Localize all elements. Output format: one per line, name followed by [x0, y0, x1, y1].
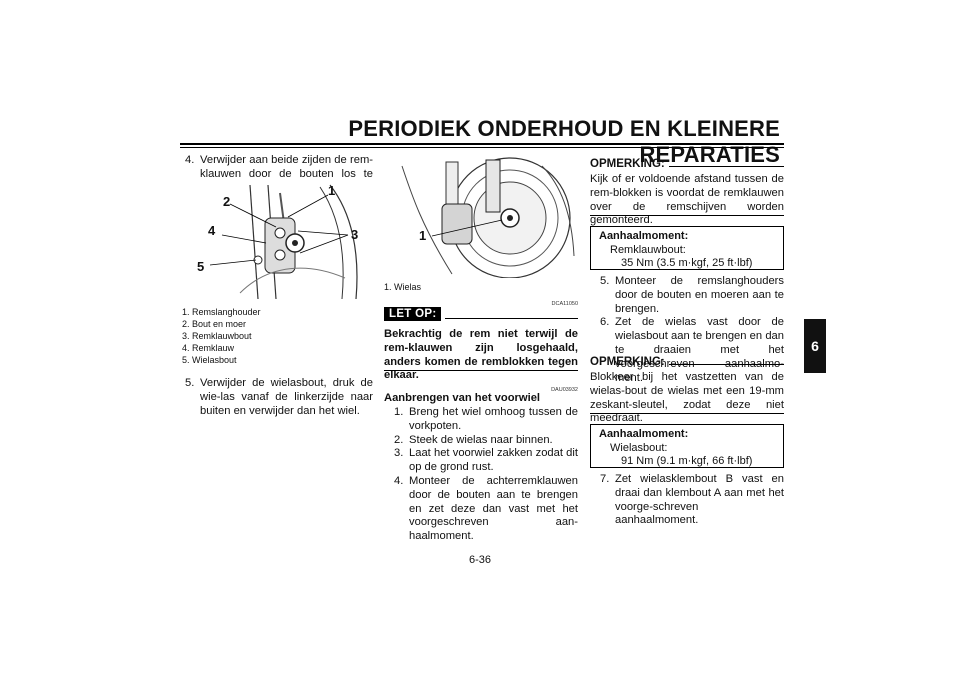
step-5: 5. Verwijder de wielasbout, druk de wie-… — [185, 377, 373, 418]
note-text: Kijk of er voldoende afstand tussen de r… — [590, 173, 784, 227]
step-number: 2. — [394, 433, 404, 446]
list-item: 5. Monteer de remslanghouders door de bo… — [600, 275, 784, 316]
box-value: 91 Nm (9.1 m·kgf, 66 ft·lbf) — [621, 455, 753, 467]
note-label: OPMERKING: — [590, 356, 665, 368]
chapter-tab: 6 — [804, 319, 826, 373]
step-number: 5. — [600, 275, 610, 287]
reference-code: DCA11050 — [551, 301, 579, 307]
step-text: Steek de wielas naar binnen. — [409, 433, 553, 446]
caption-item: 2. Bout en moer — [182, 319, 247, 329]
caution-bottom-rule — [384, 370, 578, 371]
step-number: 4. — [394, 474, 404, 487]
note-rule — [668, 165, 784, 167]
note-header: OPMERKING: — [590, 158, 784, 170]
box-item: Wielasbout: — [610, 441, 668, 454]
caution-header: LET OP: — [384, 307, 578, 321]
step-text: Monteer de achterremklauwen door de bout… — [409, 474, 578, 543]
install-steps-continued: 5. Monteer de remslanghouders door de bo… — [600, 275, 784, 385]
title-rule — [180, 143, 784, 145]
figure-front-wheel: 1 — [382, 156, 578, 279]
list-item: 1. Breng het wiel omhoog tussen de vorkp… — [394, 406, 578, 434]
step-text: Breng het wiel omhoog tussen de vorkpote… — [409, 406, 578, 432]
callout-1: 1 — [328, 183, 336, 198]
list-item: 4. Monteer de achterremklauwen door de b… — [394, 475, 578, 544]
note-label: OPMERKING: — [590, 158, 665, 170]
step-text: Laat het voorwiel zakken zodat dit op de… — [409, 447, 578, 474]
caption-item: 5. Wielasbout — [182, 355, 237, 365]
callout-2: 2 — [223, 194, 231, 209]
box-value: 35 Nm (3.5 m·kgf, 25 ft·lbf) — [621, 257, 753, 269]
callout-3: 3 — [351, 227, 359, 242]
caption-item: 3. Remklauwbout — [182, 331, 252, 341]
front-wheel-illustration — [401, 157, 575, 279]
note-bottom-rule — [590, 413, 784, 414]
callout-1: 1 — [419, 228, 427, 243]
torque-box-axle: Aanhaalmoment: Wielasbout: 91 Nm (9.1 m·… — [590, 424, 784, 468]
box-item: Remklauwbout: — [610, 243, 686, 256]
figure-brake-caliper: 1 2 3 4 5 — [180, 183, 372, 301]
step-number: 4. — [185, 154, 195, 166]
step-text: Monteer de remslanghouders door de boute… — [615, 275, 784, 315]
caution-label: LET OP: — [384, 307, 442, 321]
figure-captions: 1. Remslanghouder 2. Bout en moer 3. Rem… — [182, 306, 372, 366]
section-title: Aanbrengen van het voorwiel — [384, 392, 541, 404]
note-rule — [668, 363, 784, 365]
callout-4: 4 — [208, 223, 216, 238]
caution-rule — [445, 317, 578, 319]
install-steps: 1. Breng het wiel omhoog tussen de vorkp… — [394, 406, 578, 544]
step-number: 1. — [394, 406, 404, 418]
list-item: 3. Laat het voorwiel zakken zodat dit op… — [394, 447, 578, 475]
box-title: Aanhaalmoment: — [599, 428, 689, 440]
note-bottom-rule — [590, 215, 784, 216]
step-number: 5. — [185, 377, 195, 389]
callout-5: 5 — [197, 259, 205, 274]
torque-box-caliper: Aanhaalmoment: Remklauwbout: 35 Nm (3.5 … — [590, 226, 784, 270]
step-7: 7. Zet wielasklembout B vast en draai da… — [600, 473, 784, 528]
step-text: Zet wielasklembout B vast en draai dan k… — [615, 473, 784, 527]
step-text: Verwijder de wielasbout, druk de wie-las… — [200, 377, 373, 417]
step-number: 3. — [394, 447, 404, 460]
reference-code: DAU03932 — [551, 387, 578, 393]
page-title: PERIODIEK ONDERHOUD EN KLEINERE REPARATI… — [348, 116, 780, 167]
page-number: 6-36 — [468, 554, 492, 566]
caption-item: 1. Remslanghouder — [182, 307, 261, 317]
note-text: Blokkeer bij het vastzetten van de wiela… — [590, 371, 784, 425]
caution-text: Bekrachtig de rem niet terwijl de rem-kl… — [384, 328, 578, 382]
title-rule-thin — [180, 147, 784, 148]
note-header: OPMERKING: — [590, 356, 784, 368]
step-number: 7. — [600, 473, 610, 485]
figure-caption: 1. Wielas — [384, 282, 422, 292]
box-title: Aanhaalmoment: — [599, 230, 689, 242]
step-number: 6. — [600, 316, 610, 329]
caption-item: 4. Remklauw — [182, 343, 235, 353]
brake-caliper-illustration — [209, 184, 358, 300]
list-item: 2. Steek de wielas naar binnen. — [394, 434, 578, 448]
